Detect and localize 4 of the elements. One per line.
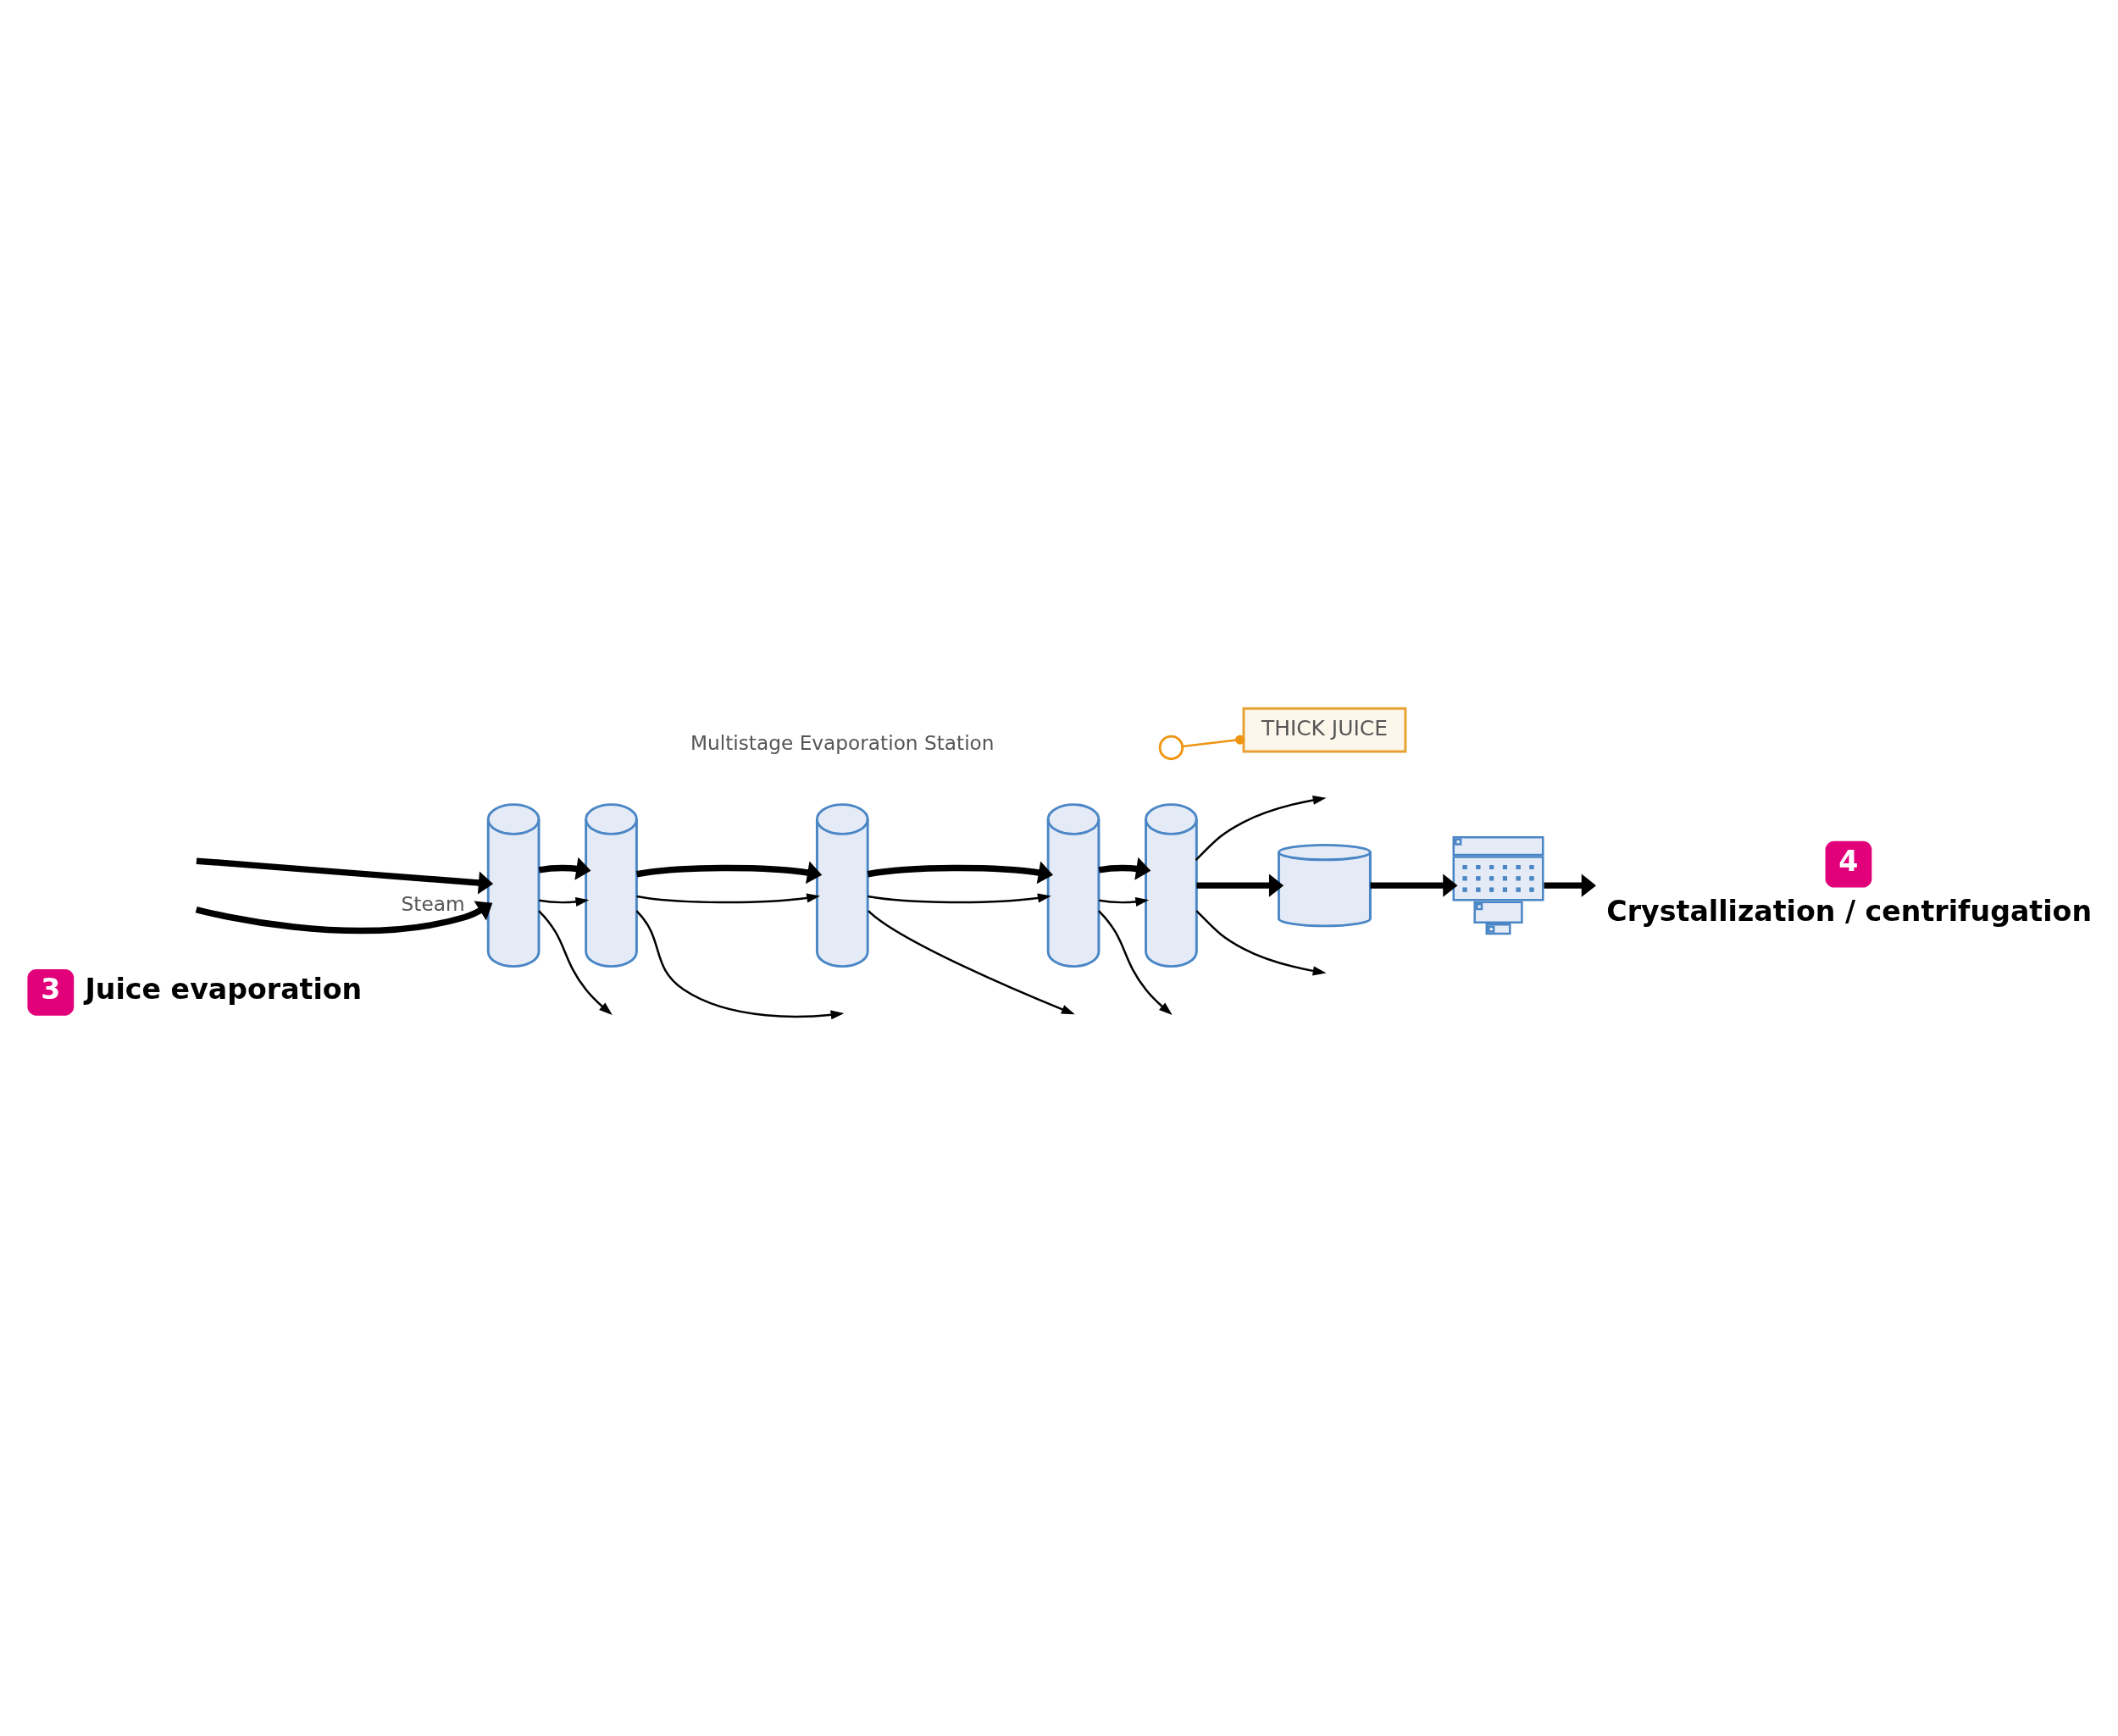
- node-label: Crystallization / centrifugation: [1606, 894, 2093, 928]
- edge-label: Steam: [401, 891, 465, 915]
- node-label: Juice evaporation: [85, 972, 363, 1006]
- label: Multistage Evaporation Station: [690, 730, 995, 754]
